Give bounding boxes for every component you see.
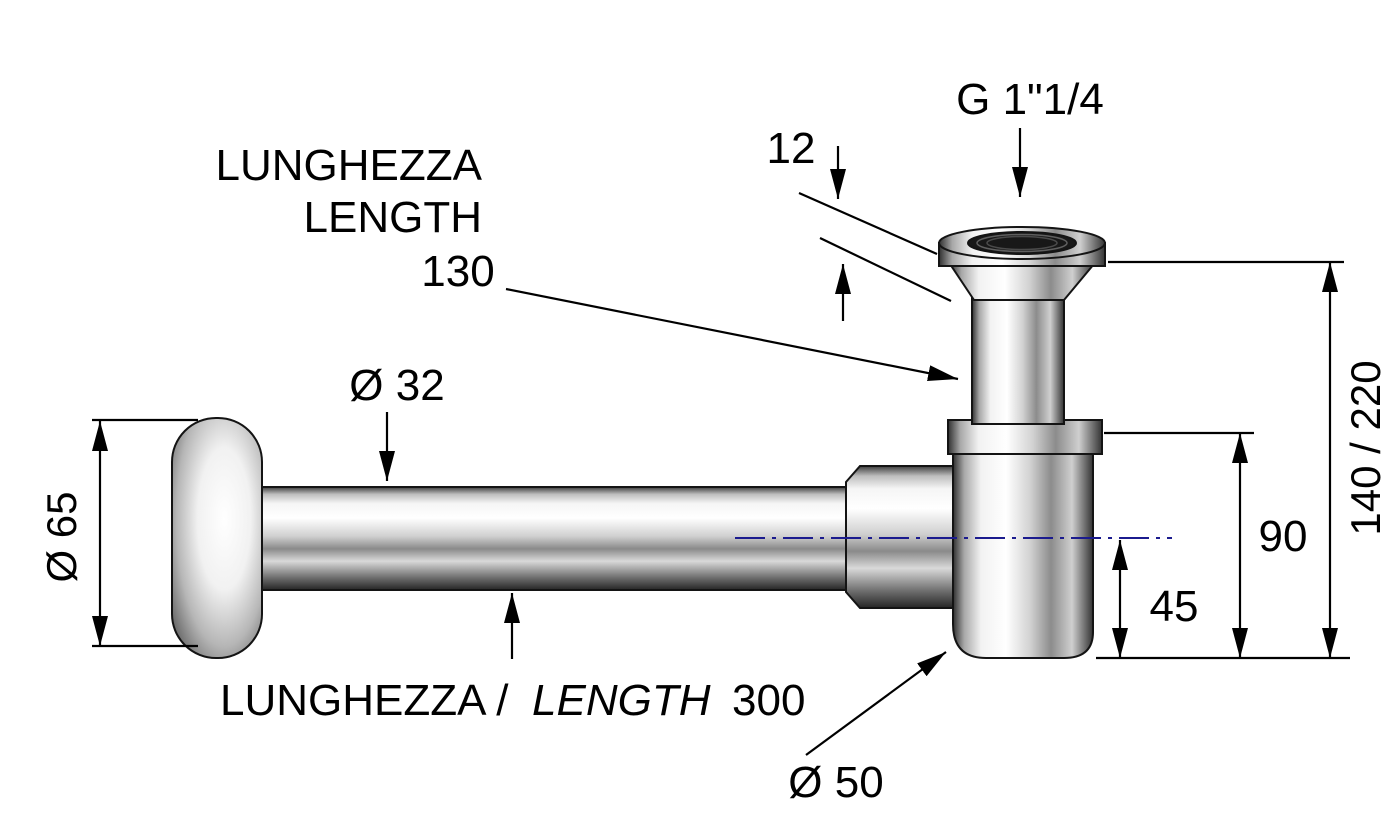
thread-ring-outer: [976, 233, 1068, 253]
leader-50: [805, 651, 947, 756]
leader-12-bottom: [819, 237, 952, 302]
trap-body: [952, 451, 1094, 659]
height-range-label: 140 / 220: [1342, 360, 1389, 536]
length-label-it: LUNGHEZZA: [215, 141, 482, 190]
flange-thickness-label: 12: [766, 124, 816, 173]
thread-ring-inner: [986, 235, 1058, 251]
bottom-length-label-en: LENGTH: [532, 676, 711, 725]
inlet-pipe: [971, 297, 1065, 425]
length-label-en: LENGTH: [303, 193, 482, 242]
bottom-length-label-it: LUNGHEZZA /: [220, 676, 509, 725]
pipe-diameter-label: Ø 32: [349, 361, 445, 410]
thread-hole: [967, 231, 1077, 255]
siphon-fixture: [171, 226, 1106, 659]
body-diameter-label: Ø 50: [788, 758, 884, 807]
body-ring: [947, 419, 1103, 455]
dimension-lines: [92, 128, 1350, 756]
thread-size-label: G 1"1/4: [956, 75, 1104, 124]
outlet-offset-label: 45: [1149, 582, 1199, 631]
body-height-label: 90: [1258, 512, 1308, 561]
inlet-length-label-block: LUNGHEZZA LENGTH: [180, 140, 482, 244]
leader-12-top: [798, 191, 938, 256]
leader-130: [505, 287, 959, 381]
inlet-length-value: 130: [421, 247, 495, 296]
pipe-length-value: 300: [732, 676, 806, 725]
inlet-taper: [948, 263, 1097, 301]
wall-rosette: [171, 417, 263, 659]
rosette-diameter-label: Ø 65: [38, 491, 85, 583]
